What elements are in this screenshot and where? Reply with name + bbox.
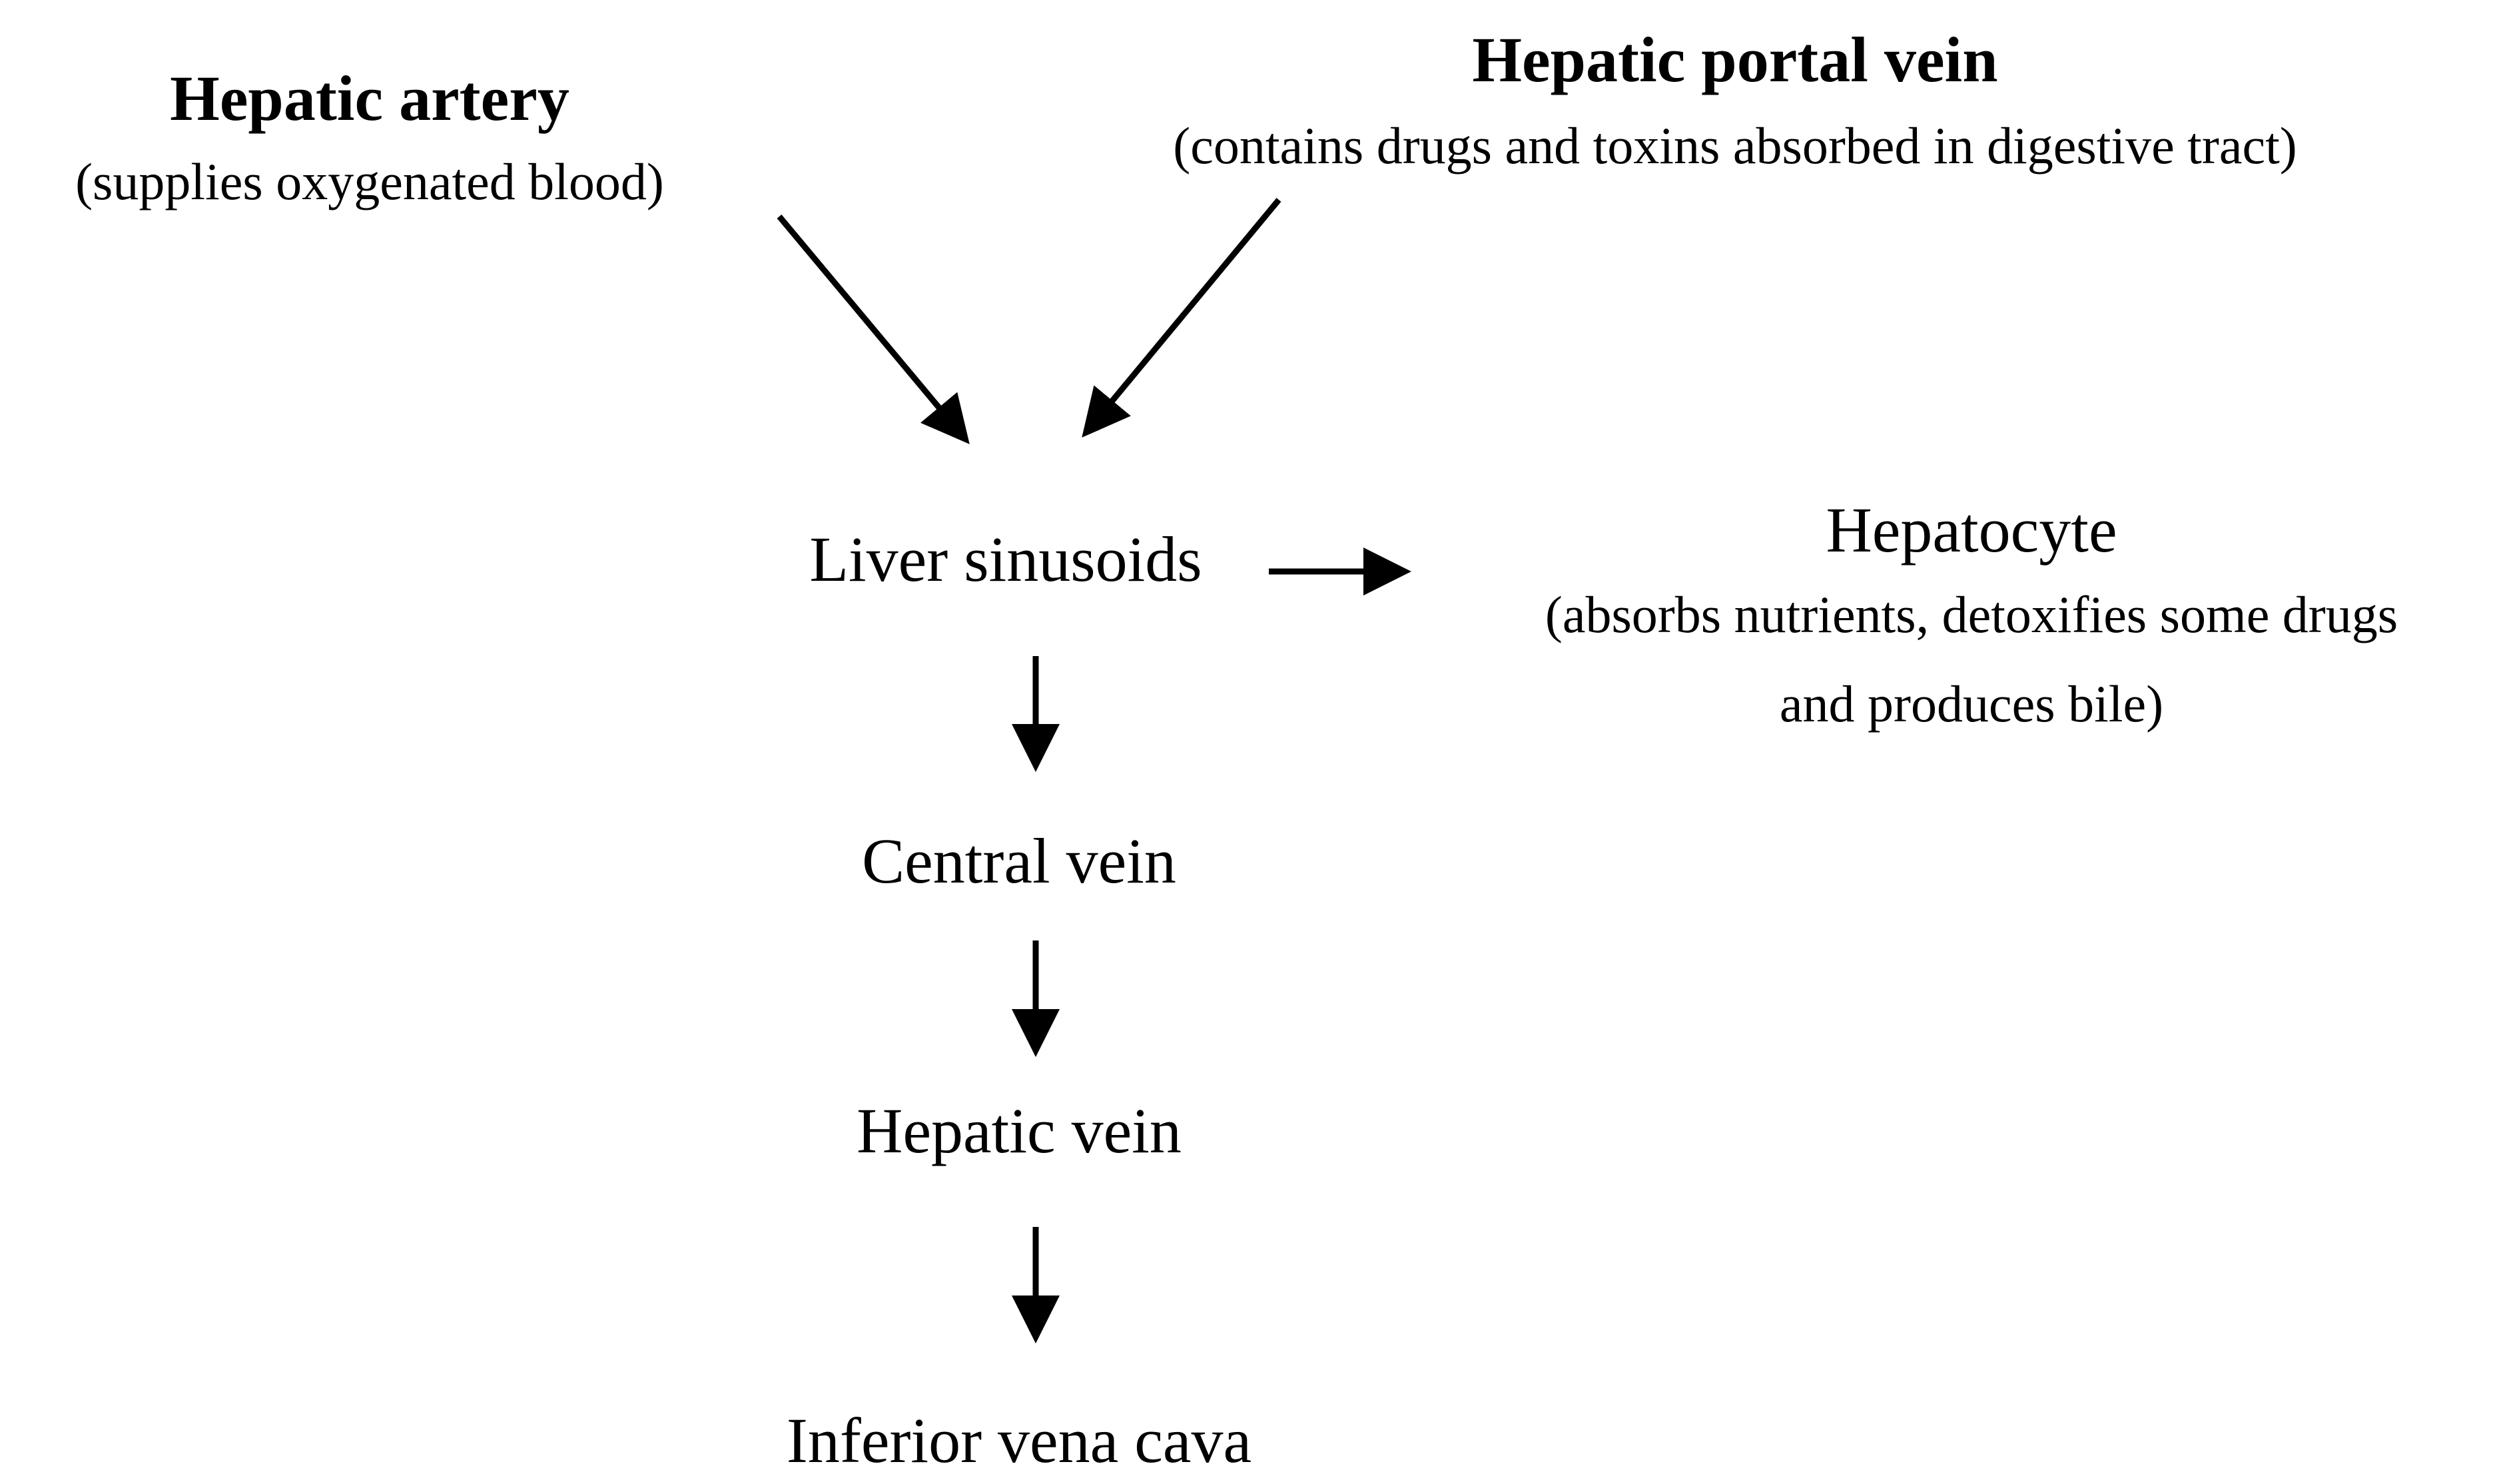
node-hepatocyte: Hepatocyte (absorbs nutrients, detoxifie… (1459, 498, 2484, 730)
node-liver-sinusoids: Liver sinusoids (766, 528, 1246, 591)
central-vein-title: Central vein (862, 825, 1176, 897)
arrow-hepatic-artery-to-sinusoids (777, 214, 970, 444)
liver-sinusoids-title: Liver sinusoids (809, 524, 1202, 595)
hepatocyte-subtitle-line1: (absorbs nutrients, detoxifies some drug… (1545, 585, 2398, 643)
arrow-portal-vein-to-sinusoids (1082, 198, 1281, 438)
node-inferior-vena-cava: Inferior vena cava (733, 1409, 1305, 1473)
hepatic-artery-subtitle: (supplies oxygenated blood) (75, 153, 664, 210)
hepatic-artery-title: Hepatic artery (170, 63, 569, 134)
inferior-vena-cava-title: Inferior vena cava (786, 1405, 1252, 1476)
node-hepatic-vein: Hepatic vein (799, 1099, 1239, 1163)
node-central-vein: Central vein (799, 829, 1239, 893)
hepatic-vein-title: Hepatic vein (857, 1095, 1182, 1166)
hepatic-portal-vein-subtitle: (contains drugs and toxins absorbed in d… (1173, 117, 2297, 175)
hepatocyte-title: Hepatocyte (1826, 494, 2117, 565)
hepatic-portal-vein-title: Hepatic portal vein (1472, 24, 1998, 95)
hepatocyte-subtitle-line2: and produces bile) (1779, 675, 2164, 733)
node-hepatic-portal-vein: Hepatic portal vein (contains drugs and … (1062, 28, 2408, 172)
node-hepatic-artery: Hepatic artery (supplies oxygenated bloo… (13, 67, 726, 208)
